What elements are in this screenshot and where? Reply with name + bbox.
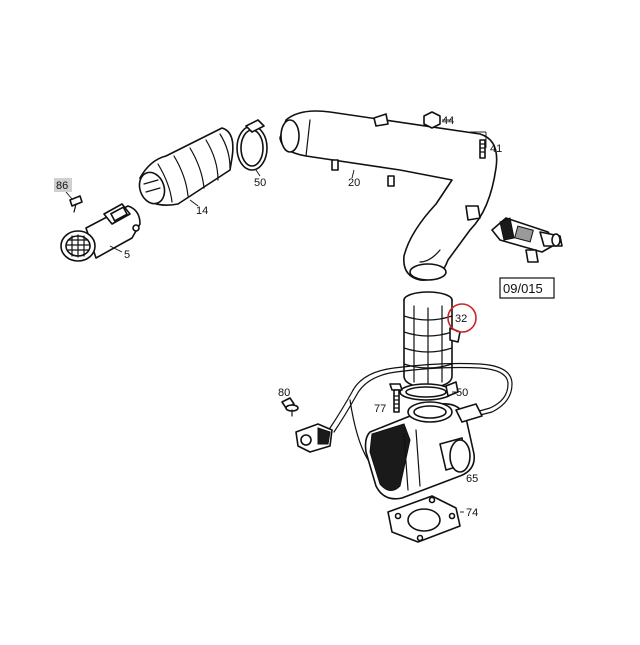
label-44: 44 xyxy=(442,115,454,127)
stud-bolt-41[interactable] xyxy=(470,131,487,159)
valve-assembly[interactable] xyxy=(491,217,563,263)
throttle-body[interactable] xyxy=(364,401,483,500)
hose-clamp-lower[interactable] xyxy=(399,381,459,401)
label-65: 65 xyxy=(466,473,478,485)
nut-44[interactable] xyxy=(423,111,452,129)
label-80: 80 xyxy=(278,387,290,399)
label-14: 14 xyxy=(196,205,208,217)
screw-86[interactable] xyxy=(65,191,83,213)
ref-box[interactable] xyxy=(499,277,555,299)
label-41: 41 xyxy=(490,143,502,155)
label-5: 5 xyxy=(124,249,130,261)
intake-boot[interactable] xyxy=(135,127,234,207)
wiring-harness xyxy=(295,362,513,479)
air-mass-meter[interactable] xyxy=(60,203,141,262)
gasket-74[interactable] xyxy=(387,495,464,543)
label-50-upper: 50 xyxy=(254,177,266,189)
screw-80[interactable] xyxy=(281,397,299,417)
highlight-ring xyxy=(447,303,477,333)
hose-clamp-upper[interactable] xyxy=(236,119,268,177)
intake-pipe[interactable] xyxy=(279,110,498,281)
bolt-77[interactable] xyxy=(389,383,403,413)
label-20: 20 xyxy=(348,177,360,189)
label-74: 74 xyxy=(466,507,478,519)
label-32: 32 xyxy=(455,313,467,325)
label-77: 77 xyxy=(374,403,386,415)
bellows-32[interactable] xyxy=(403,291,461,389)
label-86: 86 xyxy=(56,180,68,192)
label-50-lower: 50 xyxy=(456,387,468,399)
label-86-bg xyxy=(54,178,72,192)
ref-label: 09/015 xyxy=(503,281,543,296)
